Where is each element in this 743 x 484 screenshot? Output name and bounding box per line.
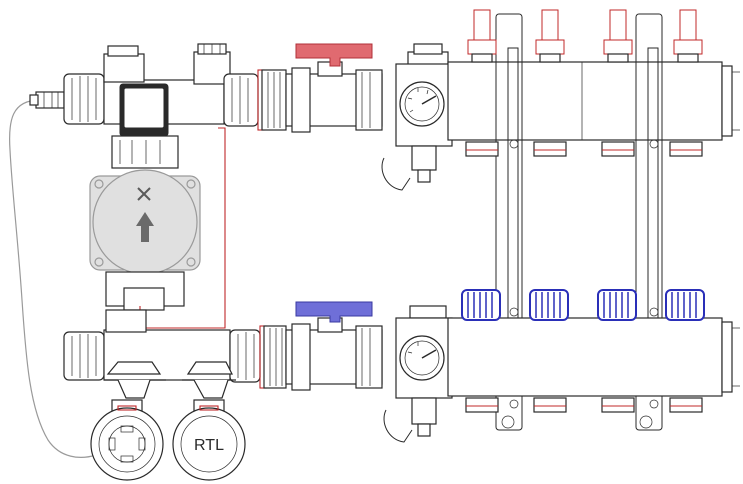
circulation-pump: [89, 135, 201, 311]
rtl-label: RTL: [194, 437, 224, 454]
blue-handle-icon: [295, 301, 373, 323]
sensor-probe: [29, 91, 65, 109]
upper-red-gasket: [257, 69, 287, 131]
blue-valve-cap: [461, 289, 501, 321]
return-ball-valve: [285, 301, 383, 391]
flow-meter: [535, 9, 565, 63]
x-icon: [137, 187, 151, 201]
upper-mixing-block: [63, 43, 259, 137]
arrow-up-icon: [136, 212, 154, 242]
return-manifold-bar: [447, 289, 740, 429]
red-handle-icon: [295, 43, 373, 67]
bottom-rtl-valve: RTL: [172, 399, 246, 481]
supply-gauge: [381, 43, 453, 191]
blue-valve-cap: [529, 289, 569, 321]
blue-valve-cap: [597, 289, 637, 321]
supply-manifold-bar: [447, 9, 740, 431]
lower-red-gasket: [259, 325, 287, 389]
supply-ball-valve: [285, 43, 383, 133]
flow-meter: [467, 9, 497, 63]
flow-meter: [603, 9, 633, 63]
sensor-cable: [8, 99, 97, 458]
lower-mixing-block: [63, 309, 261, 399]
flow-meter: [673, 9, 703, 63]
blue-valve-cap: [665, 289, 705, 321]
bottom-left-valve: [90, 399, 164, 481]
return-gauge: [383, 305, 453, 443]
